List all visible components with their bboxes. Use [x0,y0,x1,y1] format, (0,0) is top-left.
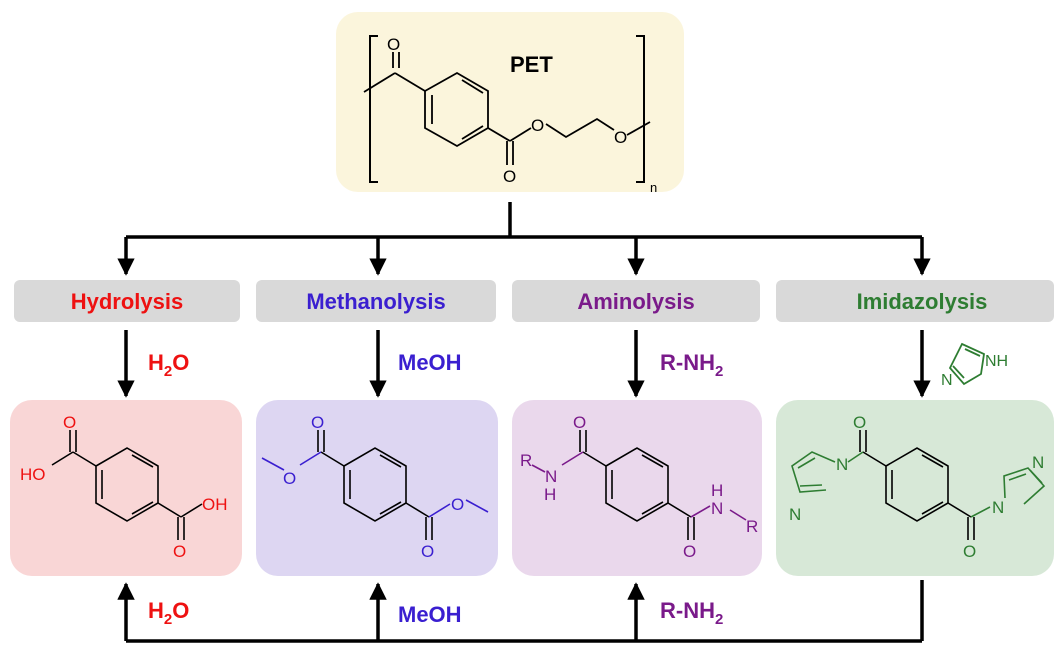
pet-right-bracket [636,35,645,183]
label-hydrolysis: Hydrolysis [71,289,184,314]
product-aminolysis: O R N H O H N R [512,400,762,576]
product-box-hydrolysis [10,400,242,576]
label-imidazolysis: Imidazolysis [857,289,988,314]
reagent-amine-bottom: R-NH2 [660,598,723,628]
methanolysis-oxygen-4: O [451,495,464,514]
pet-subscript-n: n [650,180,657,195]
hydrolysis-oxygen-1: O [63,413,76,432]
product-box-aminolysis [512,400,762,576]
label-methanolysis: Methanolysis [306,289,445,314]
aminolysis-oxygen-2: O [683,542,696,561]
pet-box-background [336,12,684,192]
aminolysis-r-right: R [746,517,758,536]
imidazolysis-n-left-1: N [836,455,848,474]
imidazolysis-n-left-2: N [789,505,801,524]
reagent-water-bottom: H2O [148,598,189,628]
imidazole-nh-label: NH [985,353,1008,370]
reagent-methanol-top: MeOH [398,350,462,375]
product-hydrolysis: O HO O OH [10,400,242,576]
down-arrows [117,330,931,398]
methanolysis-oxygen-1: O [311,413,324,432]
imidazolysis-n-right-1: N [992,498,1004,517]
pet-structure-box: n PET O O O O [336,12,684,195]
aminolysis-r-left: R [520,451,532,470]
aminolysis-oxygen-1: O [573,413,586,432]
label-box-imidazolysis [776,280,1054,322]
imidazolysis-oxygen-1: O [853,413,866,432]
imidazole-n-label: N [941,372,953,389]
aminolysis-n-left: N [545,467,557,486]
hydrolysis-hydroxyl-right: OH [202,495,228,514]
imidazolysis-n-right-2: N [1032,453,1044,472]
label-box-methanolysis [256,280,496,322]
pet-oxygen-3: O [503,167,516,186]
pet-left-bracket [369,35,378,183]
product-imidazolysis: O N N O N N [776,400,1054,576]
aminolysis-n-right: N [711,499,723,518]
bottom-feedback-arrows [117,580,924,643]
hydrolysis-oxygen-2: O [173,542,186,561]
aminolysis-h-left: H [544,485,556,504]
label-box-aminolysis [512,280,760,322]
reagent-amine-top: R-NH2 [660,350,723,380]
imidazolysis-oxygen-2: O [963,542,976,561]
aminolysis-h-right: H [711,481,723,500]
top-branch-arrows [117,202,931,276]
label-aminolysis: Aminolysis [577,289,694,314]
pet-oxygen-4: O [614,128,627,147]
reagent-water-top: H2O [148,350,189,380]
hydrolysis-hydroxyl-left: HO [20,465,46,484]
methanolysis-oxygen-3: O [421,542,434,561]
imidazole-reagent-structure: NH N [941,342,1008,389]
pet-oxygen-2: O [531,116,544,135]
reagent-methanol-bottom: MeOH [398,602,462,627]
pet-skeleton [363,52,651,165]
product-box-methanolysis [256,400,498,576]
product-methanolysis: O O O O [256,400,498,576]
methanolysis-oxygen-2: O [283,469,296,488]
product-box-imidazolysis [776,400,1054,576]
process-labels: Hydrolysis Methanolysis Aminolysis Imida… [14,280,1054,322]
pet-title: PET [510,52,553,77]
pet-oxygen-1: O [387,35,400,54]
label-box-hydrolysis [14,280,240,322]
